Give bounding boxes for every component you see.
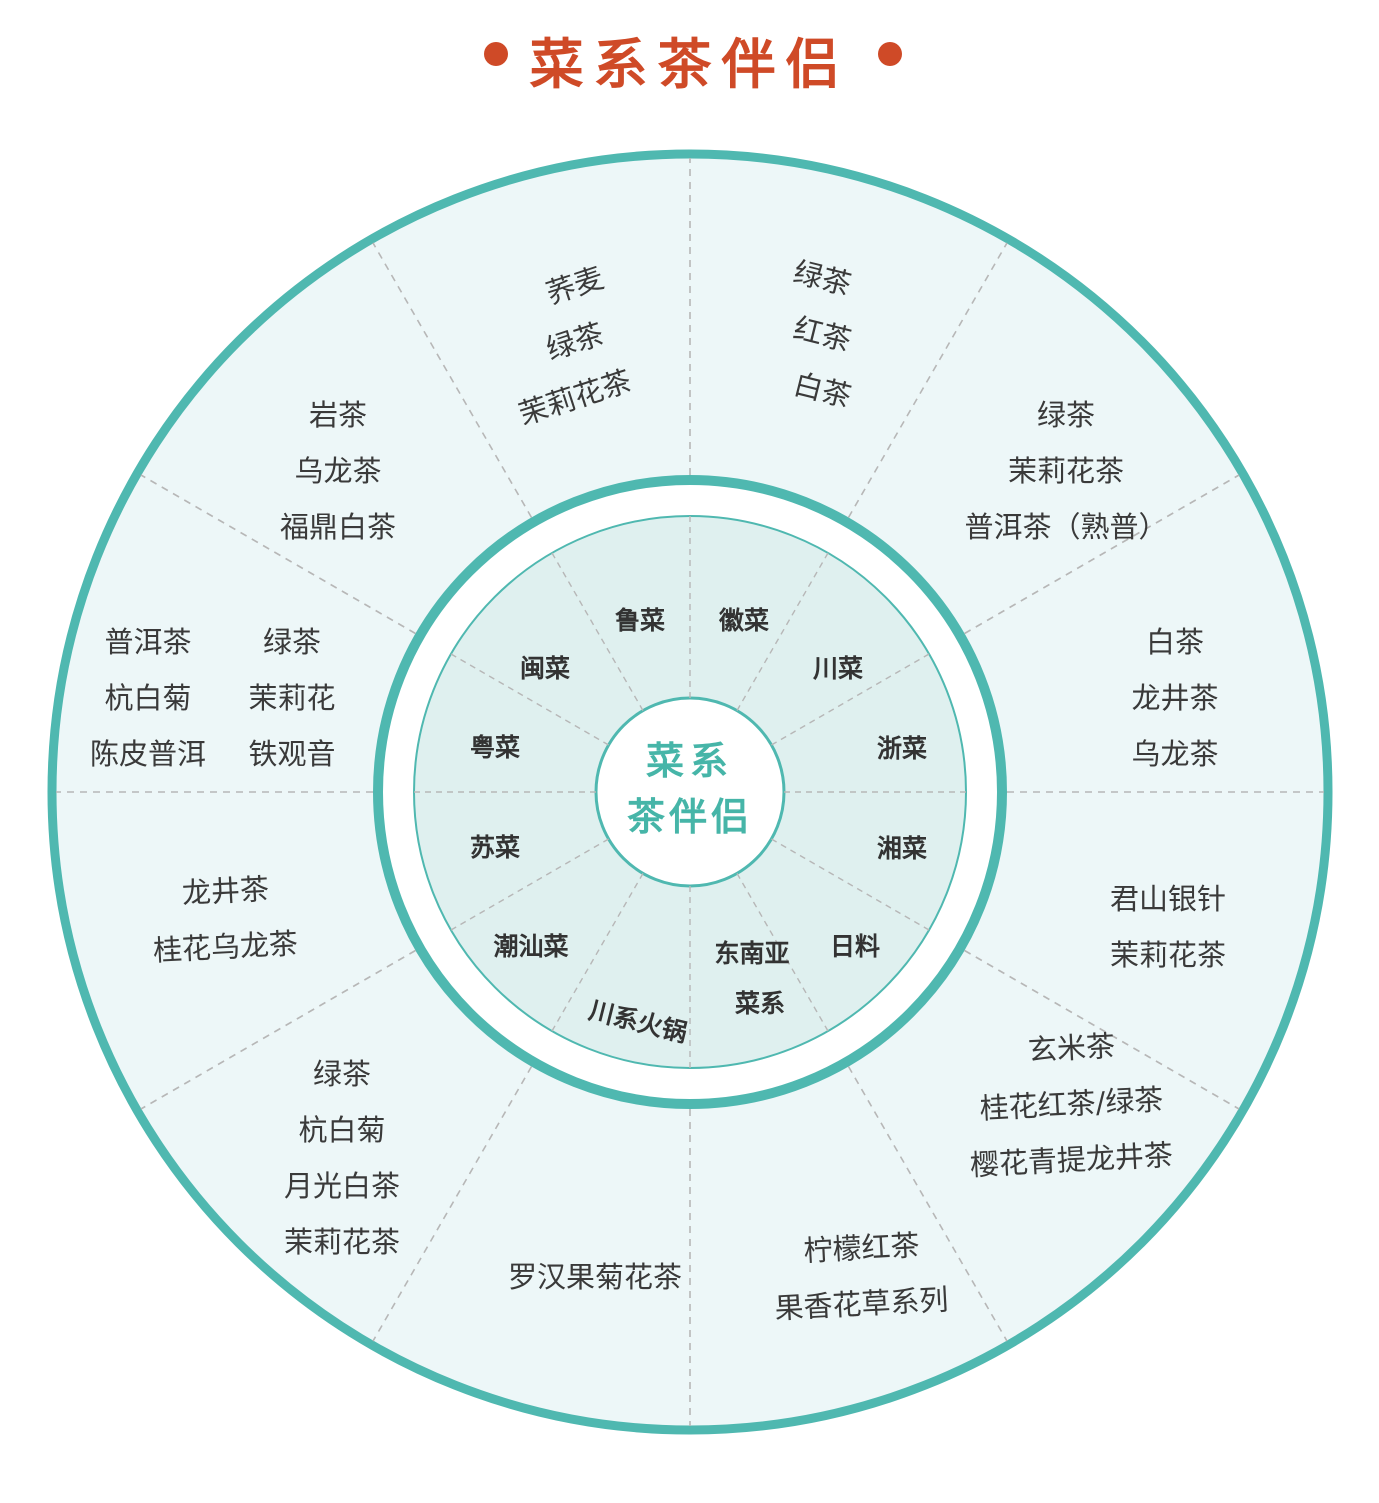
outer-tea-label: 桂花乌龙茶 xyxy=(152,926,299,968)
outer-tea-label: 乌龙茶 xyxy=(294,454,381,488)
outer-divider-line xyxy=(964,474,1240,635)
inner-cuisine-label: 苏菜 xyxy=(470,833,520,862)
outer-tea-label: 乌龙茶 xyxy=(1131,737,1218,771)
inner-divider-line xyxy=(450,838,609,931)
outer-tea-label: 玄米茶 xyxy=(1027,1029,1116,1068)
outer-tea-label: 柠檬红茶 xyxy=(803,1228,921,1268)
center-title-line1: 菜系 xyxy=(646,739,734,783)
inner-cuisine-label: 鲁菜 xyxy=(615,606,665,635)
outer-tea-label: 普洱茶（熟普） xyxy=(964,510,1167,544)
outer-divider-line xyxy=(847,242,1008,518)
outer-tea-label: 君山银针 xyxy=(1110,882,1226,916)
outer-tea-label: 杭白菊 xyxy=(104,681,191,715)
outer-tea-label: 茉莉花茶 xyxy=(1008,454,1124,488)
outer-tea-label: 茉莉花茶 xyxy=(1110,938,1226,972)
outer-tea-label: 铁观音 xyxy=(248,737,335,771)
outer-tea-label: 绿茶 xyxy=(1037,398,1095,432)
center-title-line2: 茶伴侣 xyxy=(627,795,753,839)
outer-tea-label: 龙井茶 xyxy=(181,872,270,911)
page-title: 菜系茶伴侣 xyxy=(529,33,850,96)
title-bar: 菜系茶伴侣 xyxy=(0,8,1379,96)
inner-cuisine-label: 日料 xyxy=(830,932,880,961)
inner-divider-line xyxy=(551,552,644,711)
inner-cuisine-label: 粤菜 xyxy=(470,733,520,762)
title-dot-right xyxy=(878,42,902,66)
outer-divider-line xyxy=(372,1066,533,1342)
outer-divider-line xyxy=(140,949,416,1110)
outer-tea-label: 杭白菊 xyxy=(298,1113,385,1147)
inner-divider-line xyxy=(551,873,644,1032)
inner-cuisine-label: 湘菜 xyxy=(877,834,927,863)
inner-divider-line xyxy=(736,873,829,1032)
outer-tea-label: 绿茶 xyxy=(263,625,321,659)
inner-cuisine-label: 徽菜 xyxy=(718,606,769,635)
outer-tea-label: 陈皮普洱 xyxy=(90,737,206,771)
inner-cuisine-label: 闽菜 xyxy=(520,654,570,683)
outer-tea-label: 龙井茶 xyxy=(1131,681,1218,715)
outer-tea-label: 普洱茶 xyxy=(104,625,191,659)
inner-cuisine-label: 潮汕菜 xyxy=(493,932,568,961)
outer-tea-label: 罗汉果菊花茶 xyxy=(508,1260,682,1294)
outer-tea-label: 茉莉花茶 xyxy=(284,1225,400,1259)
inner-cuisine-label: 菜系 xyxy=(734,989,785,1018)
inner-divider-line xyxy=(450,653,609,746)
outer-tea-label: 绿茶 xyxy=(313,1057,371,1091)
outer-divider-line xyxy=(372,242,533,518)
inner-divider-line xyxy=(771,838,930,931)
inner-divider-line xyxy=(736,552,829,711)
inner-cuisine-label: 川菜 xyxy=(813,654,863,683)
outer-divider-line xyxy=(964,949,1240,1110)
outer-divider-line xyxy=(847,1066,1008,1342)
title-dot-left xyxy=(484,42,508,66)
center-circle xyxy=(594,696,786,888)
outer-tea-label: 岩茶 xyxy=(309,398,367,432)
outer-tea-label: 月光白茶 xyxy=(284,1169,400,1203)
outer-tea-label: 福鼎白茶 xyxy=(280,510,396,544)
outer-tea-label: 茉莉花 xyxy=(248,681,335,715)
outer-tea-label: 白茶 xyxy=(1146,625,1204,659)
inner-divider-line xyxy=(771,653,930,746)
inner-cuisine-label: 东南亚 xyxy=(714,939,789,968)
outer-divider-line xyxy=(140,474,416,635)
inner-cuisine-label: 浙菜 xyxy=(877,734,927,763)
